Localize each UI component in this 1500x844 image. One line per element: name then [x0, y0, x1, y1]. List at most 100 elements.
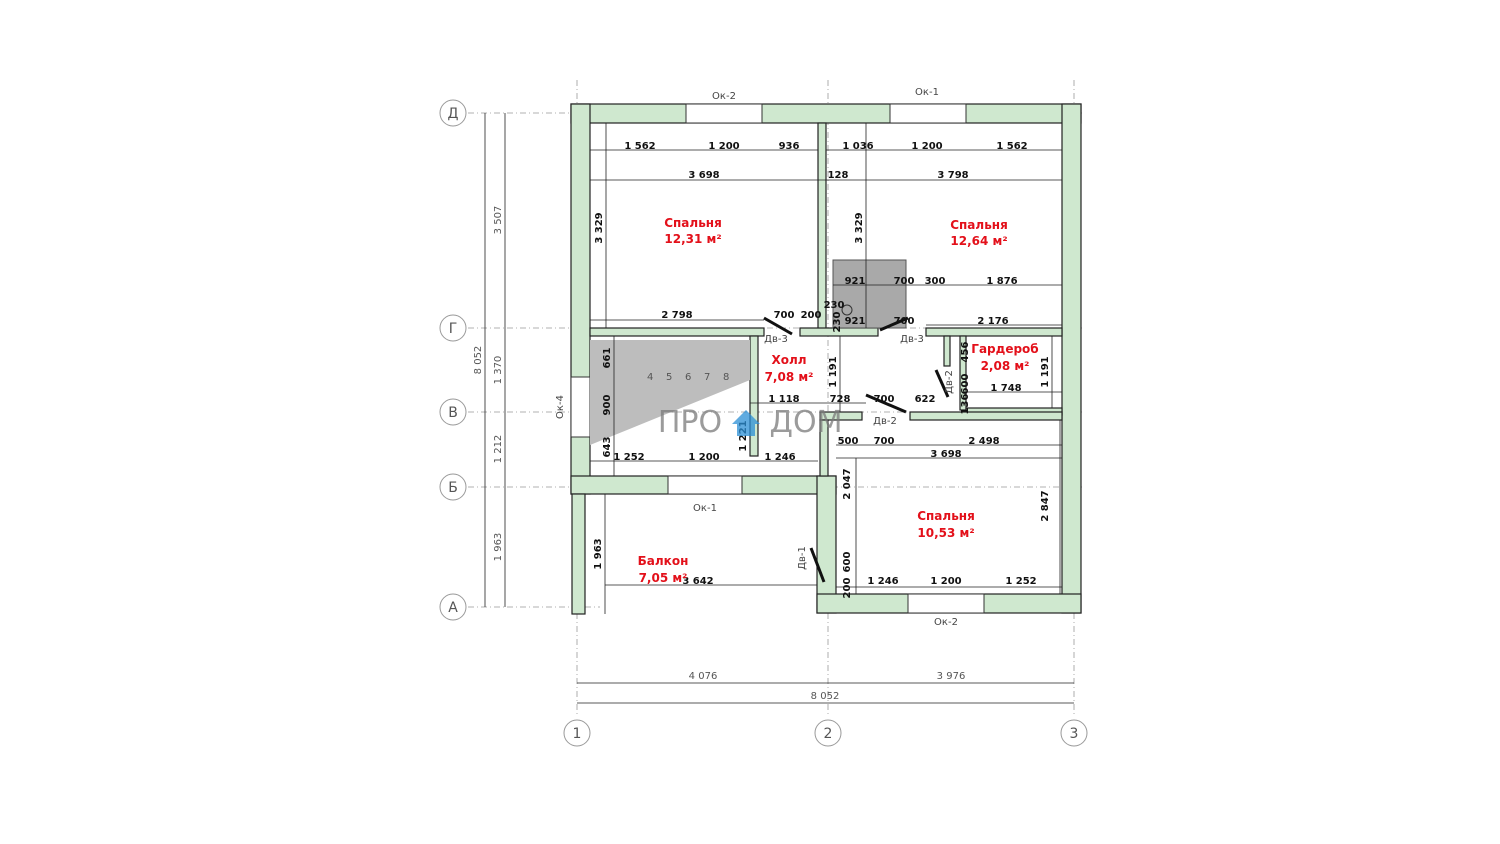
logo-left-text: ПРО [658, 405, 722, 440]
dim-label: 643 [602, 437, 613, 458]
room-name: Спальня [664, 216, 722, 230]
room-area: 7,08 м² [765, 370, 814, 384]
dim-label: 3 798 [937, 170, 968, 181]
dim-label: 1 246 [867, 576, 898, 587]
dim-label: 1 036 [842, 141, 873, 152]
dim-label: 936 [779, 141, 800, 152]
dim-label: 2 798 [661, 310, 692, 321]
room-area: 12,31 м² [664, 232, 721, 246]
dim-label: 900 [602, 395, 613, 416]
dim-label: 4 076 [689, 671, 718, 682]
dim-label: 661 [602, 348, 613, 369]
overall-dimension-lines [484, 113, 1074, 704]
window-label: Ок-2 [934, 617, 958, 628]
window-label: Ок-1 [915, 87, 939, 98]
dim-label: 1 748 [990, 383, 1021, 394]
window-label: Ок-4 [555, 395, 566, 419]
dim-label: 1 191 [1040, 356, 1051, 387]
logo-watermark: ПРО ДОМ [658, 405, 843, 440]
bathroom-fixture [832, 259, 907, 329]
room-area: 2,08 м² [981, 359, 1030, 373]
door-label: Дв-2 [873, 416, 897, 427]
dim-label: 700 [894, 316, 915, 327]
dim-label: 700 [894, 276, 915, 287]
dim-label: 200 [801, 310, 822, 321]
dim-label: 1 562 [624, 141, 655, 152]
dim-label: 1 212 [493, 435, 504, 464]
dim-label: 1 252 [613, 452, 644, 463]
dim-label: 456 [960, 342, 971, 363]
dim-label: 3 329 [854, 212, 865, 243]
door-label: Дв-1 [797, 546, 808, 570]
axis-label: 1 [573, 726, 582, 742]
dim-label: 921 [845, 276, 866, 287]
dim-label: 1 200 [708, 141, 739, 152]
staircase [590, 340, 750, 445]
dim-label: 1 963 [593, 538, 604, 569]
stair-step: 5 [666, 372, 672, 383]
window-label: Ок-1 [693, 503, 717, 514]
windows-openings [570, 103, 985, 614]
axis-label: Г [449, 321, 458, 337]
room-name: Спальня [917, 509, 975, 523]
dim-label: 1 200 [930, 576, 961, 587]
inner-dimension-lines [590, 123, 1062, 614]
house-icon [732, 410, 760, 436]
stair-step: 6 [685, 372, 691, 383]
dim-label: 1 118 [768, 394, 799, 405]
dim-label: 3 329 [594, 212, 605, 243]
dim-label: 3 642 [682, 576, 713, 587]
axis-label: А [448, 600, 458, 616]
dim-label: 1 200 [688, 452, 719, 463]
dim-label: 300 [925, 276, 946, 287]
dim-label: 128 [828, 170, 849, 181]
room-name: Гардероб [971, 342, 1038, 356]
room-name: Балкон [638, 554, 689, 568]
dim-label: 700 [774, 310, 795, 321]
door-label: Дв-3 [900, 334, 924, 345]
dim-label: 622 [915, 394, 936, 405]
dim-label: 2 847 [1040, 490, 1051, 521]
doors [763, 316, 950, 583]
stair-step: 8 [723, 372, 729, 383]
dim-label: 2 047 [842, 468, 853, 499]
window-label: Ок-2 [712, 91, 736, 102]
axis-label: В [448, 405, 458, 421]
stair-step: 7 [704, 372, 710, 383]
room-name: Спальня [950, 218, 1008, 232]
axis-column-labels: 1 2 3 [563, 719, 1088, 747]
axis-label: 3 [1070, 726, 1079, 742]
room-area: 12,64 м² [950, 234, 1007, 248]
drain-icon [841, 304, 853, 316]
dim-label: 2 176 [977, 316, 1008, 327]
dim-label: 728 [830, 394, 851, 405]
dim-label: 1 963 [493, 533, 504, 562]
door-label: Дв-3 [764, 334, 788, 345]
dim-label: 2 498 [968, 436, 999, 447]
dim-label: 700 [874, 436, 895, 447]
dim-label: 1 200 [911, 141, 942, 152]
dim-label: 3 698 [930, 449, 961, 460]
dim-label: 8 052 [473, 346, 484, 375]
dim-label: 1 562 [996, 141, 1027, 152]
room-name: Холл [771, 353, 806, 367]
stair-step: 4 [647, 372, 653, 383]
dim-label: 700 [874, 394, 895, 405]
dim-label: 1 246 [764, 452, 795, 463]
dim-label: 3 976 [937, 671, 966, 682]
axis-label: Б [448, 480, 458, 496]
dim-label: 8 052 [811, 691, 840, 702]
dim-label: 1 876 [986, 276, 1017, 287]
dim-label: 500 [838, 436, 859, 447]
door-label: Дв-2 [944, 370, 955, 394]
dim-label: 3 698 [688, 170, 719, 181]
dim-label: 1 252 [1005, 576, 1036, 587]
dim-label: 921 [845, 316, 866, 327]
axis-label: Д [448, 106, 459, 122]
room-area: 10,53 м² [917, 526, 974, 540]
dim-label: 1 191 [828, 356, 839, 387]
dim-label: 230 [832, 312, 843, 333]
dim-label: 230 [824, 300, 845, 311]
dim-label: 1 370 [493, 356, 504, 385]
